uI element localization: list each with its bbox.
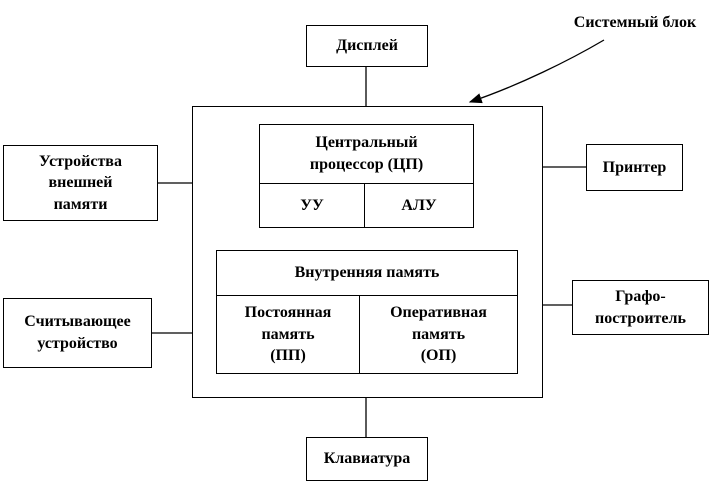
system-unit-arrow	[468, 39, 605, 104]
external-memory-box: Устройства внешней памяти	[3, 145, 158, 221]
ram-cell: Оперативная память (ОП)	[390, 304, 487, 365]
printer-box: Принтер	[586, 144, 683, 191]
rom-cell: Постоянная память (ПП)	[217, 296, 360, 373]
system-unit-label: Системный блок	[573, 14, 697, 31]
plotter-box: Графо- построитель	[572, 280, 709, 335]
display-box: Дисплей	[306, 25, 428, 67]
internal-memory-title: Внутренняя память	[217, 251, 517, 296]
reader-box: Считывающее устройство	[3, 298, 152, 368]
cpu-box: Центральный процессор (ЦП) УУ АЛУ	[259, 124, 474, 228]
cpu-title: Центральный процессор (ЦП)	[260, 125, 473, 184]
internal-memory-box: Внутренняя память Постоянная память (ПП)…	[216, 250, 518, 374]
keyboard-box: Клавиатура	[306, 437, 428, 481]
alu-cell: АЛУ	[401, 197, 437, 215]
control-unit-cell: УУ	[260, 184, 365, 228]
